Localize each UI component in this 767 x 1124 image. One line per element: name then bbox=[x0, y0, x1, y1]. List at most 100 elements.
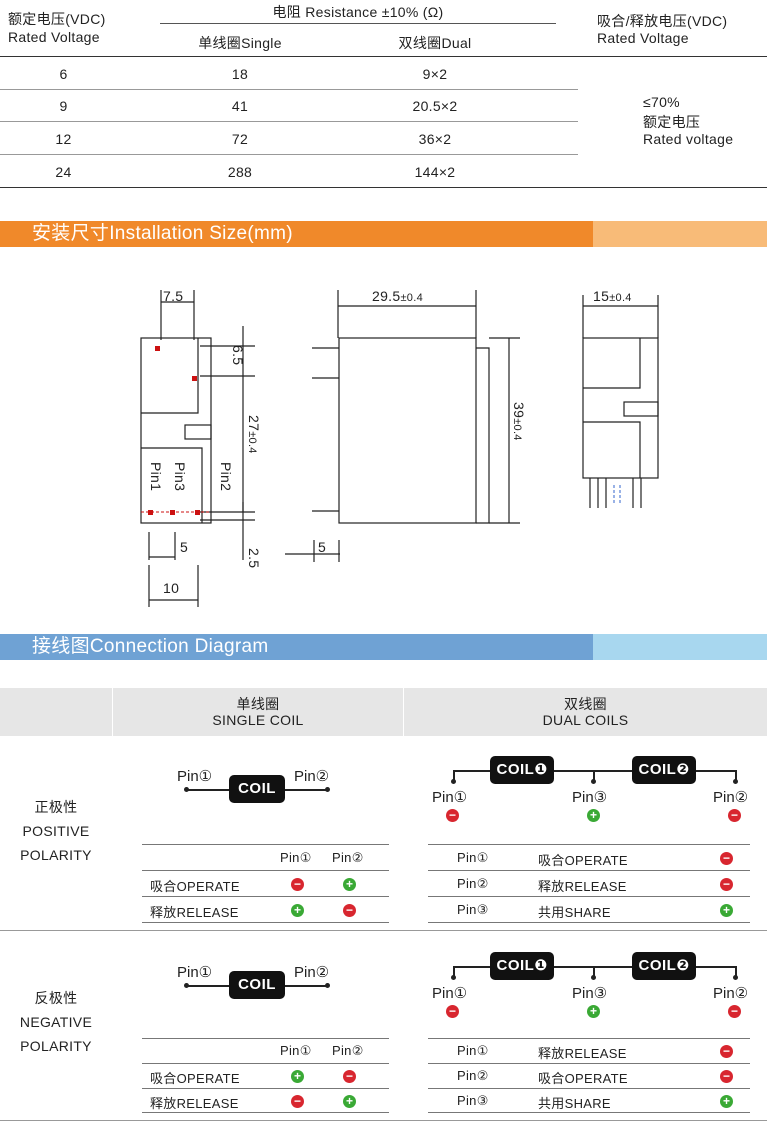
op-voltage-en: Rated Voltage bbox=[597, 30, 689, 46]
row-label: 吸合OPERATE bbox=[538, 1071, 628, 1086]
terminal-dot bbox=[591, 779, 596, 784]
pin-hole-b bbox=[192, 376, 197, 381]
header-separator bbox=[112, 688, 113, 736]
end-view-clip bbox=[623, 401, 659, 417]
row-divider bbox=[428, 922, 750, 923]
dim-tolerance: ±0.4 bbox=[511, 418, 523, 441]
polarity-en2: POLARITY bbox=[20, 847, 92, 863]
polarity-cn: 正极性 bbox=[34, 799, 78, 815]
table-cell: 9×2 bbox=[422, 66, 448, 82]
side-view-body bbox=[338, 337, 477, 524]
side-right bbox=[476, 347, 490, 524]
bottom-view-step bbox=[141, 447, 203, 523]
negative-icon: − bbox=[720, 878, 733, 891]
dim-label: 39±0.4 bbox=[511, 402, 527, 441]
dim-6-5 bbox=[200, 326, 255, 378]
rated-voltage-en: Rated Voltage bbox=[8, 29, 100, 45]
table-bottom-rule bbox=[0, 187, 767, 188]
table-cell: 72 bbox=[231, 131, 249, 147]
section-divider bbox=[0, 930, 767, 931]
pin1-label: Pin① bbox=[177, 768, 213, 785]
positive-polarity-label: 正极性 POSITIVE POLARITY bbox=[0, 795, 112, 867]
table-cell: 18 bbox=[231, 66, 249, 82]
polarity-en2: POLARITY bbox=[20, 1038, 92, 1054]
negative-icon: − bbox=[446, 809, 459, 822]
terminal-dot bbox=[325, 983, 330, 988]
dim-label: 5 bbox=[318, 539, 327, 555]
dim-value: 15 bbox=[593, 288, 610, 304]
coil1-chip: COIL❶ bbox=[490, 756, 554, 784]
bottom-view-clip bbox=[184, 424, 212, 440]
positive-icon: + bbox=[720, 1095, 733, 1108]
row-divider bbox=[142, 1088, 389, 1089]
end-view-pins bbox=[589, 478, 642, 508]
pin-col: Pin② bbox=[457, 876, 489, 891]
positive-icon: + bbox=[291, 1070, 304, 1083]
table-cell: 144×2 bbox=[414, 164, 456, 180]
end-view-body bbox=[582, 337, 659, 479]
row-divider bbox=[428, 1088, 750, 1089]
connection-header bbox=[0, 688, 767, 736]
pin-col: Pin① bbox=[457, 850, 489, 865]
end-view-dashes bbox=[613, 485, 621, 505]
dual-header: 双线圈Dual bbox=[398, 35, 472, 51]
row-label: 共用SHARE bbox=[538, 1096, 611, 1111]
row-label: 吸合OPERATE bbox=[150, 1071, 240, 1086]
negative-icon: − bbox=[728, 1005, 741, 1018]
row-label: 释放RELEASE bbox=[150, 905, 239, 920]
pin3-label: Pin③ bbox=[572, 985, 608, 1002]
dual-coil-en: DUAL COILS bbox=[542, 712, 629, 728]
dual-wire bbox=[453, 966, 736, 968]
wire-drop bbox=[593, 966, 595, 978]
negative-icon: − bbox=[720, 852, 733, 865]
negative-icon: − bbox=[291, 1095, 304, 1108]
row-label: 释放RELEASE bbox=[150, 1096, 239, 1111]
bottom-view-body bbox=[140, 337, 212, 524]
row-divider bbox=[428, 1112, 750, 1113]
row-divider bbox=[142, 1063, 389, 1064]
pin1-col: Pin① bbox=[280, 850, 312, 865]
pin2-label: Pin② bbox=[713, 985, 749, 1002]
table-cell: 20.5×2 bbox=[412, 98, 458, 114]
dim-label: 5 bbox=[180, 539, 189, 555]
side-pins bbox=[312, 347, 339, 512]
row-divider bbox=[142, 1112, 389, 1113]
pin1-label: Pin① bbox=[432, 985, 468, 1002]
pin-col: Pin③ bbox=[457, 1093, 489, 1108]
row-divider bbox=[0, 121, 578, 122]
table-cell: 12 bbox=[55, 131, 72, 147]
terminal-dot bbox=[184, 787, 189, 792]
table-cell: 24 bbox=[55, 164, 72, 180]
terminal-dot bbox=[451, 779, 456, 784]
negative-icon: − bbox=[343, 904, 356, 917]
dim-10 bbox=[148, 565, 199, 607]
dual-wire bbox=[453, 770, 736, 772]
row-divider bbox=[428, 870, 750, 871]
installation-banner: 安装尺寸Installation Size(mm) bbox=[0, 221, 767, 247]
pin2-label: Pin② bbox=[713, 789, 749, 806]
coil2-chip: COIL❷ bbox=[632, 952, 696, 980]
single-coil-en: SINGLE COIL bbox=[212, 712, 304, 728]
wire-drop bbox=[593, 770, 595, 782]
row-divider bbox=[428, 1063, 750, 1064]
end-view-lines bbox=[583, 338, 641, 478]
installation-title: 安装尺寸Installation Size(mm) bbox=[32, 223, 293, 244]
dim-label: 6.5 bbox=[230, 345, 246, 365]
dim-5b bbox=[285, 540, 340, 562]
pin1-label: Pin① bbox=[432, 789, 468, 806]
table-cell: 36×2 bbox=[418, 131, 452, 147]
op-pct: ≤70% bbox=[643, 94, 680, 110]
dim-15 bbox=[582, 295, 659, 338]
row-label: 吸合OPERATE bbox=[538, 853, 628, 868]
connection-banner: 接线图Connection Diagram bbox=[0, 634, 767, 660]
row-divider bbox=[142, 870, 389, 871]
pin1-label: Pin1 bbox=[148, 462, 164, 492]
header-rule bbox=[0, 56, 767, 57]
negative-icon: − bbox=[291, 878, 304, 891]
dim-label: 15±0.4 bbox=[593, 288, 632, 304]
dim-5a bbox=[148, 532, 176, 560]
row-divider bbox=[0, 89, 578, 90]
negative-icon: − bbox=[720, 1070, 733, 1083]
dim-tolerance: ±0.4 bbox=[246, 431, 258, 454]
negative-icon: − bbox=[446, 1005, 459, 1018]
